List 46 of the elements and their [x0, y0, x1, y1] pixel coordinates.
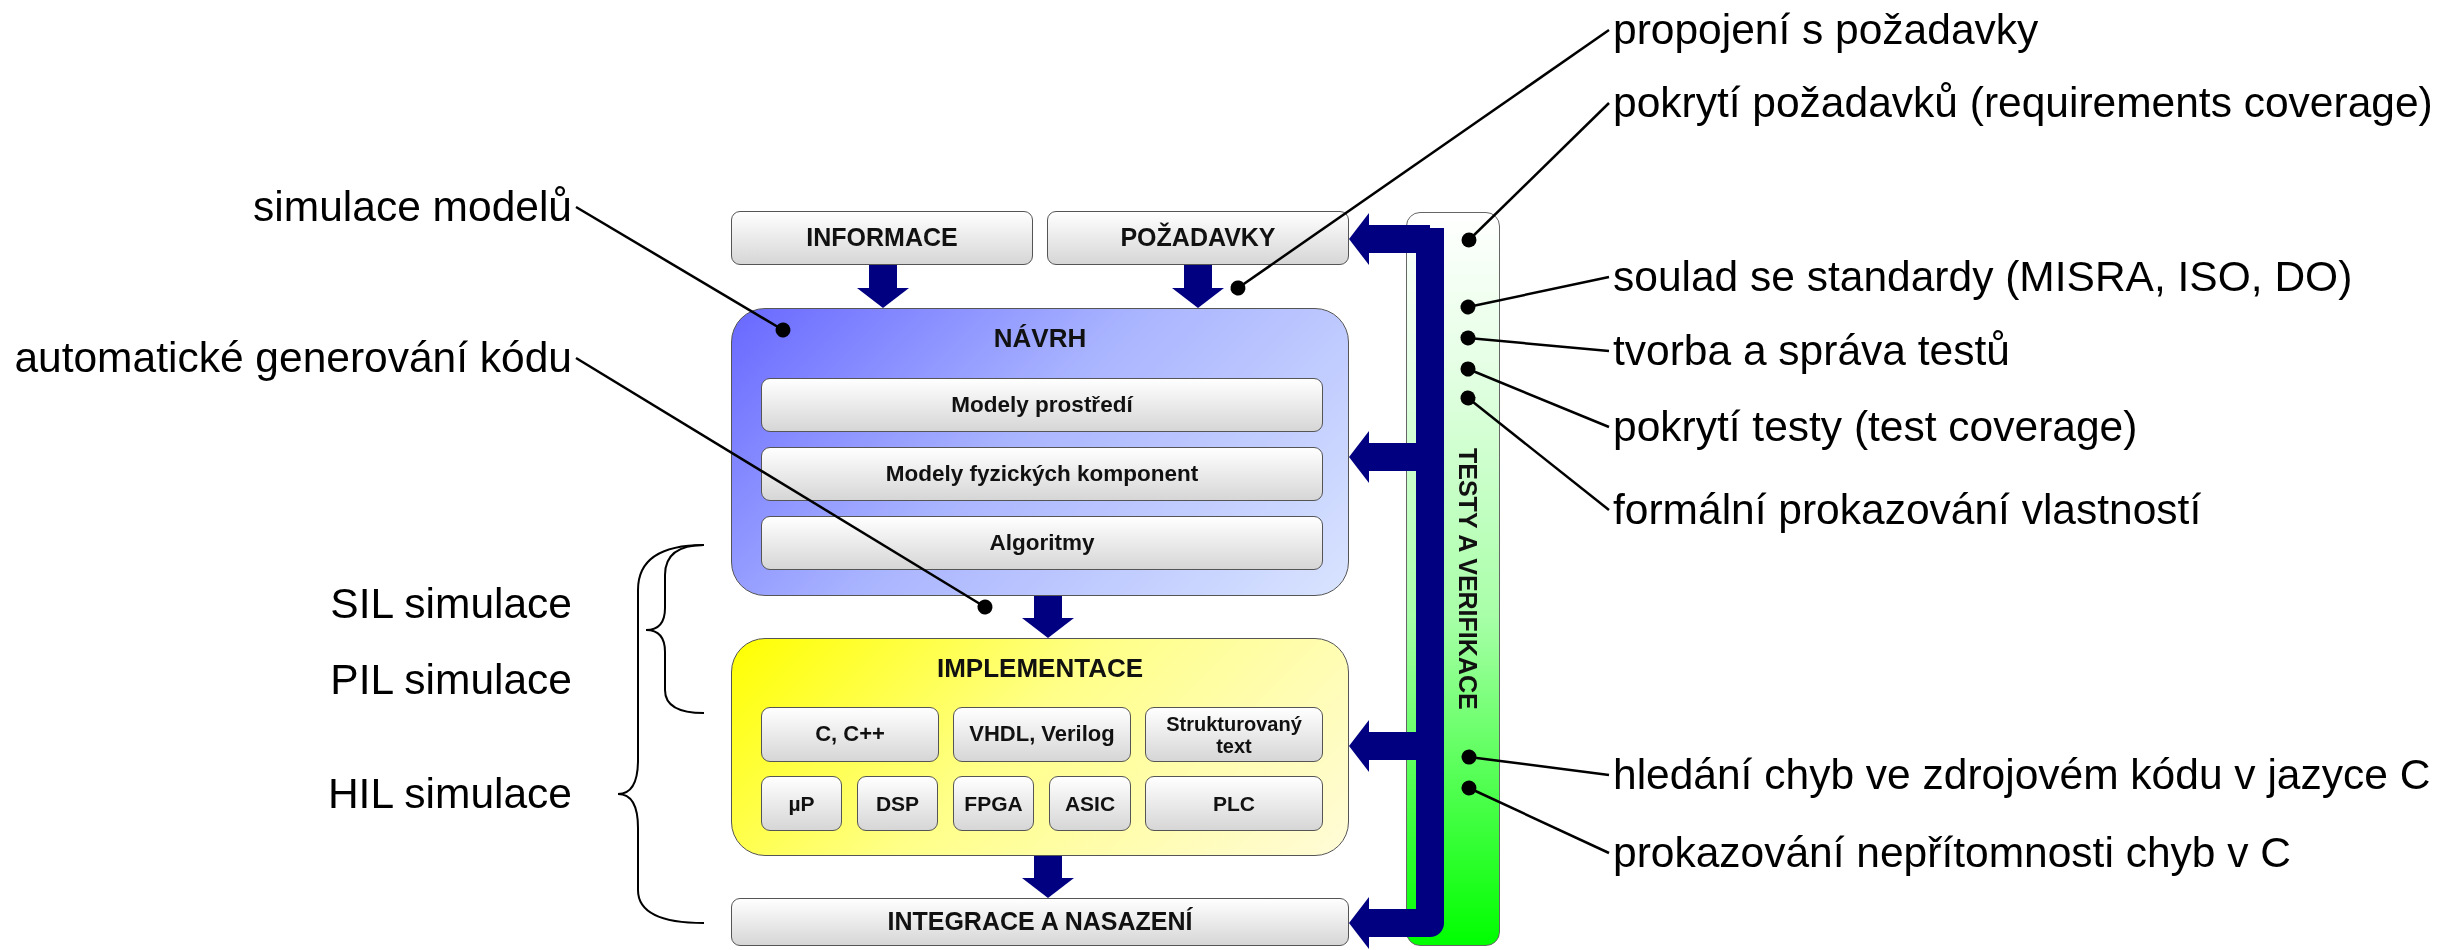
annotation-text: soulad se standardy (MISRA, ISO, DO) [1613, 253, 2353, 301]
block-arrow [1022, 596, 1074, 638]
component-box: Algoritmy [761, 516, 1323, 570]
block-arrow [1172, 265, 1224, 308]
component-box: Modely prostředí [761, 378, 1323, 432]
leader-line [1461, 102, 1610, 248]
annotation-text: pokrytí požadavků (requirements coverage) [1613, 79, 2433, 127]
language-box: C, C++ [761, 707, 939, 762]
leader-line [575, 356, 993, 615]
stage-box: POŽADAVKY [1047, 211, 1349, 265]
annotation-text: automatické generování kódu [14, 334, 572, 382]
leader-line [1460, 275, 1610, 315]
vertical-title: TESTY A VERIFIKACE [1453, 448, 1482, 710]
language-box: VHDL, Verilog [953, 707, 1131, 762]
platform-box: µP [761, 776, 842, 831]
leader-line [1460, 361, 1610, 429]
leader-line [575, 205, 791, 338]
leader-line [1230, 28, 1610, 296]
annotation-text: propojení s požadavky [1613, 6, 2039, 54]
stage-box: INFORMACE [731, 211, 1033, 265]
annotation-text: pokrytí testy (test coverage) [1613, 403, 2138, 451]
block-arrow [1022, 856, 1074, 898]
platform-box: PLC [1145, 776, 1323, 831]
platform-box: DSP [857, 776, 938, 831]
leader-line [1461, 749, 1610, 777]
design-panel [731, 308, 1349, 596]
annotation-text: tvorba a správa testů [1613, 327, 2010, 375]
implementation-panel [731, 638, 1349, 856]
leader-line [1461, 780, 1610, 855]
annotation-text: formální prokazování vlastností [1613, 486, 2202, 534]
block-arrow [857, 265, 909, 308]
annotation-text: simulace modelů [253, 183, 572, 231]
simulation-label: SIL simulace [330, 580, 572, 628]
language-box: Strukturovaný text [1145, 707, 1323, 762]
annotation-text: hledání chyb ve zdrojovém kódu v jazyce C [1613, 751, 2431, 799]
annotation-text: prokazování nepřítomnosti chyb v C [1613, 829, 2291, 877]
platform-box: FPGA [953, 776, 1034, 831]
leader-line [1460, 390, 1610, 511]
leader-line [1460, 330, 1610, 353]
simulation-label: PIL simulace [330, 656, 572, 704]
panel-title: NÁVRH [992, 323, 1088, 354]
panel-title: IMPLEMENTACE [935, 653, 1145, 684]
platform-box: ASIC [1049, 776, 1131, 831]
component-box: Modely fyzických komponent [761, 447, 1323, 501]
stage-box: INTEGRACE A NASAZENÍ [731, 898, 1349, 946]
simulation-label: HIL simulace [327, 770, 572, 818]
